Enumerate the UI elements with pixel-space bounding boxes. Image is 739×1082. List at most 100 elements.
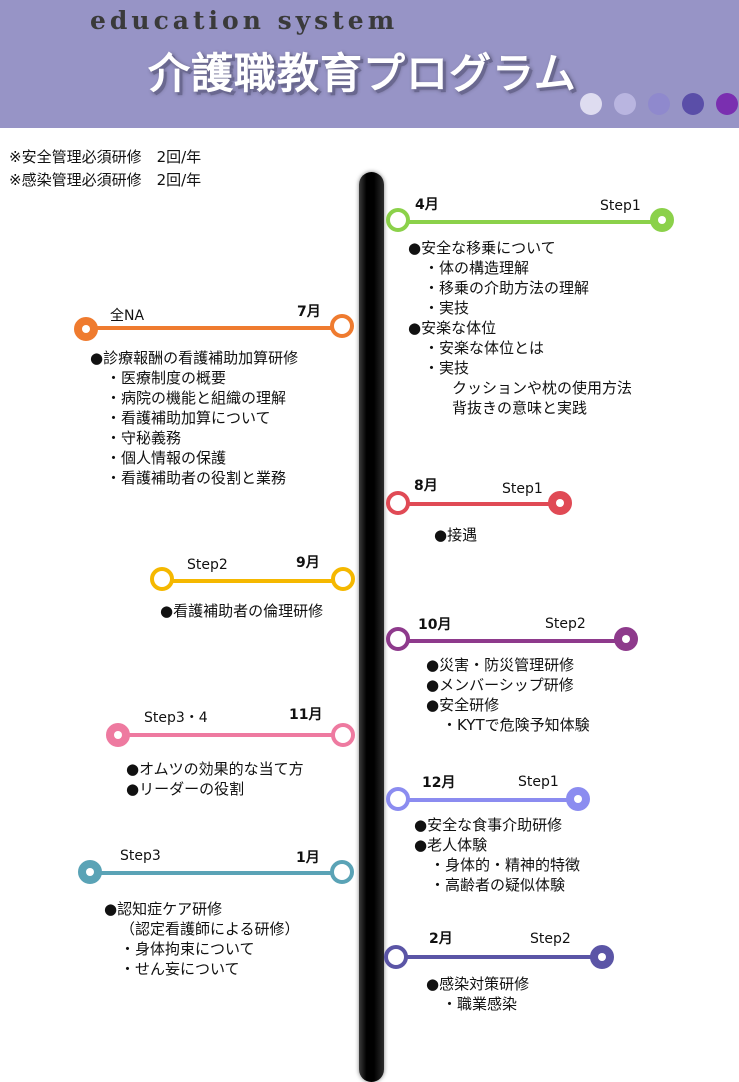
page-title: 介護職教育プログラム [148, 49, 577, 98]
topic-list: ●認知症ケア研修 （認定看護師による研修） ・身体拘束について・せん妄について [104, 899, 300, 979]
month-marker-ring [330, 860, 354, 884]
required-training-notes: ※安全管理必須研修 2回/年 ※感染管理必須研修 2回/年 [9, 146, 201, 192]
header-dot-1 [580, 93, 602, 115]
month-label: 4月 [415, 197, 439, 213]
month-label: 1月 [296, 850, 320, 866]
header-banner: education system 介護職教育プログラム [0, 0, 739, 128]
timeline-bar [90, 871, 342, 875]
step-marker-dot [106, 723, 130, 747]
topic-item: 背抜きの意味と実践 [452, 399, 588, 417]
timeline-bar [86, 326, 342, 330]
topic-item: ●老人体験 [414, 836, 488, 854]
topic-item: ●安全研修 [426, 696, 500, 714]
step-marker-dot [548, 491, 572, 515]
month-label: 12月 [422, 775, 456, 791]
topic-item: ●メンバーシップ研修 [426, 676, 574, 694]
timeline-bar [162, 579, 344, 583]
topic-list: ●オムツの効果的な当て方 ●リーダーの役割 [126, 759, 304, 799]
month-marker-ring [386, 491, 410, 515]
topic-item: ●オムツの効果的な当て方 [126, 760, 304, 778]
timeline-bar [398, 502, 560, 506]
timeline-bar [118, 733, 344, 737]
step-marker-dot [650, 208, 674, 232]
step-marker-dot [614, 627, 638, 651]
topic-item: ・守秘義務 [106, 429, 182, 447]
topic-item: ・身体的・精神的特徴 [430, 856, 581, 874]
month-label: 2月 [429, 931, 453, 947]
month-label: 11月 [289, 707, 323, 723]
month-marker-ring [386, 627, 410, 651]
step-label: Step3 [120, 848, 161, 864]
topic-item: ●リーダーの役割 [126, 780, 245, 798]
topic-item: ●感染対策研修 [426, 975, 530, 993]
step-label: Step2 [545, 616, 586, 632]
step-label: Step1 [502, 481, 543, 497]
topic-item: ・安楽な体位とは [424, 339, 545, 357]
topic-item: （認定看護師による研修） [120, 920, 300, 938]
topic-list: ●安全な移乗について・体の構造理解・移乗の介助方法の理解・実技 ●安楽な体位・安楽… [408, 238, 632, 418]
month-marker-ring [331, 567, 355, 591]
timeline-bar [396, 955, 602, 959]
month-marker-ring [386, 787, 410, 811]
topic-item: ・看護補助者の役割と業務 [106, 469, 287, 487]
month-marker-ring [331, 723, 355, 747]
topic-item: ・移乗の介助方法の理解 [424, 279, 590, 297]
step-marker-dot [566, 787, 590, 811]
topic-item: ・せん妄について [120, 960, 240, 978]
topic-item: ●接遇 [434, 526, 478, 544]
header-dot-4 [682, 93, 704, 115]
topic-item: ●災害・防災管理研修 [426, 656, 575, 674]
header-dot-3 [648, 93, 670, 115]
topic-item: ・看護補助加算について [106, 409, 271, 427]
topic-list: ●診療報酬の看護補助加算研修・医療制度の概要・病院の機能と組織の理解・看護補助加… [90, 348, 298, 488]
step-label: Step2 [530, 931, 571, 947]
note-safety: ※安全管理必須研修 2回/年 [9, 148, 202, 166]
topic-item: ・病院の機能と組織の理解 [106, 389, 287, 407]
topic-item: ●診療報酬の看護補助加算研修 [90, 349, 299, 367]
month-label: 8月 [414, 478, 438, 494]
topic-list: ●接遇 [434, 525, 477, 545]
month-label: 7月 [297, 304, 321, 320]
step-label: 全NA [110, 308, 145, 324]
timeline-bar [398, 639, 626, 643]
month-marker-ring [330, 314, 354, 338]
step-marker-dot [590, 945, 614, 969]
topic-item: ・身体拘束について [120, 940, 255, 958]
header-subtitle: education system [90, 6, 399, 35]
topic-item: ・医療制度の概要 [106, 369, 227, 387]
month-label: 9月 [296, 555, 320, 571]
step-label: Step2 [187, 557, 228, 573]
header-dot-2 [614, 93, 636, 115]
step-marker-dot [74, 317, 98, 341]
month-label: 10月 [418, 617, 452, 633]
month-marker-ring [150, 567, 174, 591]
header-dot-5 [716, 93, 738, 115]
step-marker-dot [78, 860, 102, 884]
step-label: Step3・4 [144, 710, 208, 726]
topic-item: ・職業感染 [442, 995, 518, 1013]
topic-list: ●安全な食事介助研修 ●老人体験・身体的・精神的特徴・高齢者の疑似体験 [414, 815, 580, 895]
topic-item: ・実技 [424, 299, 470, 317]
timeline-bar [398, 798, 578, 802]
note-infection: ※感染管理必須研修 2回/年 [9, 171, 202, 189]
month-marker-ring [384, 945, 408, 969]
timeline-bar [398, 220, 660, 224]
timeline-spine [359, 172, 384, 1082]
topic-item: ・個人情報の保護 [106, 449, 227, 467]
topic-list: ●感染対策研修・職業感染 [426, 974, 529, 1014]
topic-item: ●安全な食事介助研修 [414, 816, 563, 834]
topic-item: ・実技 [424, 359, 470, 377]
topic-item: ●看護補助者の倫理研修 [160, 602, 324, 620]
step-label: Step1 [518, 774, 559, 790]
topic-item: ●認知症ケア研修 [104, 900, 223, 918]
topic-item: ●安全な移乗について [408, 239, 556, 257]
topic-item: ・KYTで危険予知体験 [442, 716, 590, 734]
topic-list: ●災害・防災管理研修 ●メンバーシップ研修 ●安全研修・KYTで危険予知体験 [426, 655, 590, 735]
step-label: Step1 [600, 198, 641, 214]
topic-item: ・体の構造理解 [424, 259, 530, 277]
topic-item: ●安楽な体位 [408, 319, 497, 337]
topic-list: ●看護補助者の倫理研修 [160, 601, 323, 621]
month-marker-ring [386, 208, 410, 232]
topic-item: ・高齢者の疑似体験 [430, 876, 566, 894]
topic-item: クッションや枕の使用方法 [452, 379, 633, 397]
